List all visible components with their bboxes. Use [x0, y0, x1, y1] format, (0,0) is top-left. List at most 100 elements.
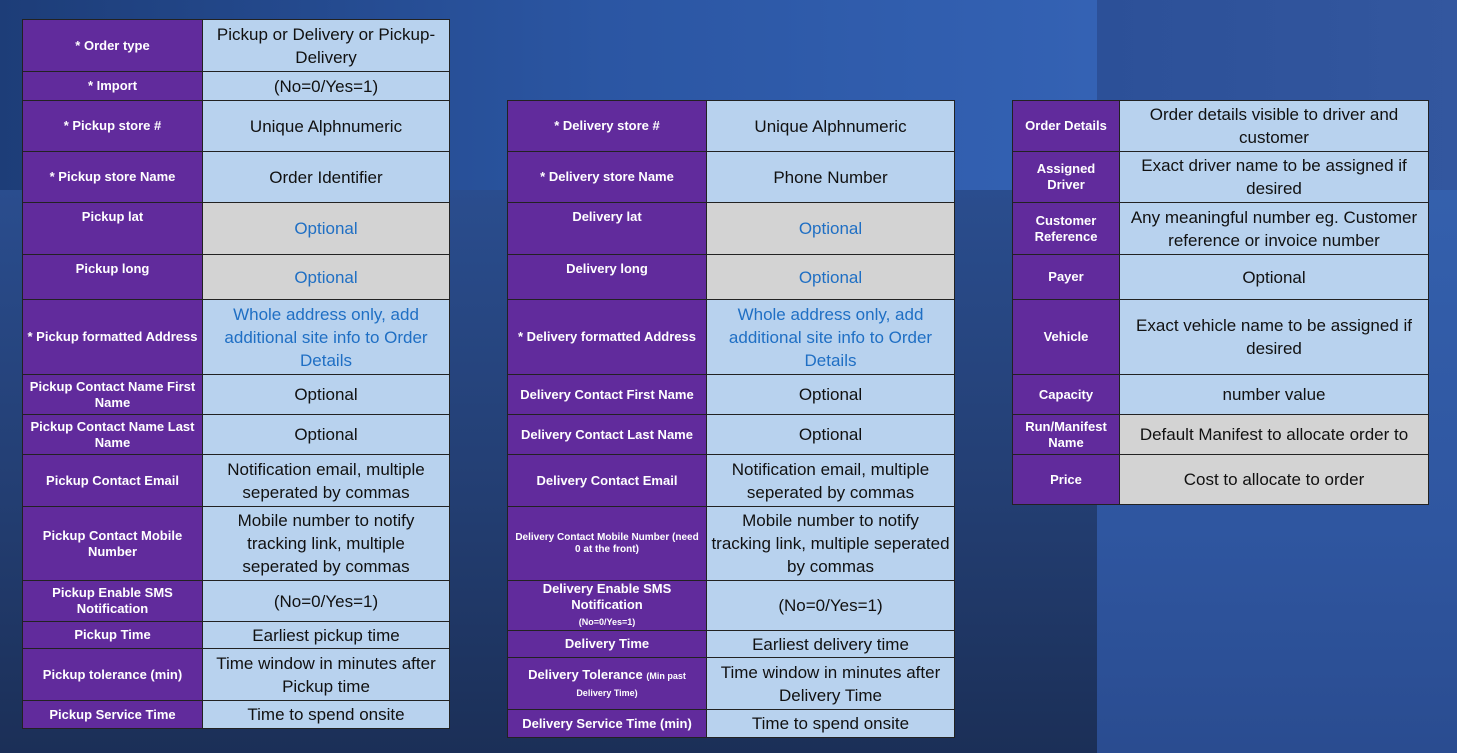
table-row: Order Details Order details visible to d… [1012, 100, 1429, 152]
field-label: Vehicle [1012, 299, 1120, 375]
field-label: * Delivery formatted Address [507, 299, 707, 375]
field-label: Delivery Tolerance (Min past Delivery Ti… [507, 657, 707, 710]
field-label: Price [1012, 454, 1120, 505]
field-label-sub: (No=0/Yes=1) [578, 617, 636, 627]
field-label: Pickup Time [22, 621, 203, 649]
field-label: Assigned Driver [1012, 151, 1120, 203]
field-label: Pickup Contact Name First Name [22, 374, 203, 415]
table-row: * Pickup store Name Order Identifier [22, 151, 450, 203]
field-label: Run/Manifest Name [1012, 414, 1120, 455]
table-row: Delivery Service Time (min) Time to spen… [507, 709, 955, 738]
field-label: Pickup long [22, 254, 203, 300]
field-label: Payer [1012, 254, 1120, 300]
field-value: Optional [706, 414, 955, 455]
field-label: Pickup Contact Name Last Name [22, 414, 203, 455]
table-row: Vehicle Exact vehicle name to be assigne… [1012, 299, 1429, 375]
field-value: Notification email, multiple seperated b… [202, 454, 450, 507]
table-row: Pickup Time Earliest pickup time [22, 621, 450, 649]
field-label: * Pickup formatted Address [22, 299, 203, 375]
field-label: Delivery Time [507, 630, 707, 658]
field-value: Earliest delivery time [706, 630, 955, 658]
table-row: Delivery lat Optional [507, 202, 955, 255]
field-value: Pickup or Delivery or Pickup-Delivery [202, 19, 450, 72]
table-row: Delivery Contact Last Name Optional [507, 414, 955, 455]
table-row: Pickup lat Optional [22, 202, 450, 255]
table-row: * Order type Pickup or Delivery or Picku… [22, 19, 450, 72]
table-row: Run/Manifest Name Default Manifest to al… [1012, 414, 1429, 455]
field-value: (No=0/Yes=1) [706, 580, 955, 631]
table-row: Pickup Contact Name Last Name Optional [22, 414, 450, 455]
field-label: Order Details [1012, 100, 1120, 152]
table-row: * Delivery formatted Address Whole addre… [507, 299, 955, 375]
field-label: Delivery Contact Mobile Number (need 0 a… [507, 506, 707, 581]
table-row: * Delivery store Name Phone Number [507, 151, 955, 203]
field-value: Order Identifier [202, 151, 450, 203]
table-row: Pickup long Optional [22, 254, 450, 300]
table-row: Delivery Contact Email Notification emai… [507, 454, 955, 507]
field-label-main: Delivery Enable SMS Notification [542, 581, 672, 612]
field-value: Phone Number [706, 151, 955, 203]
table-row: * Pickup store # Unique Alphnumeric [22, 100, 450, 152]
field-value: Time window in minutes after Pickup time [202, 648, 450, 701]
field-label: Pickup tolerance (min) [22, 648, 203, 701]
field-label: * Pickup store Name [22, 151, 203, 203]
field-value: Order details visible to driver and cust… [1119, 100, 1429, 152]
pickup-fields-table: * Order type Pickup or Delivery or Picku… [22, 19, 450, 729]
field-label: Pickup Contact Mobile Number [22, 506, 203, 581]
table-row: Pickup Service Time Time to spend onsite [22, 700, 450, 729]
field-value: Optional [706, 374, 955, 415]
field-value: Notification email, multiple seperated b… [706, 454, 955, 507]
field-value: Time to spend onsite [202, 700, 450, 729]
field-value: (No=0/Yes=1) [202, 580, 450, 622]
field-value: Unique Alphnumeric [706, 100, 955, 152]
field-label: Delivery Service Time (min) [507, 709, 707, 738]
field-value: Earliest pickup time [202, 621, 450, 649]
field-label: Pickup Contact Email [22, 454, 203, 507]
table-row: Delivery Contact First Name Optional [507, 374, 955, 415]
field-value: Exact driver name to be assigned if desi… [1119, 151, 1429, 203]
field-value: Optional [202, 202, 450, 255]
table-row: Capacity number value [1012, 374, 1429, 415]
table-row: Customer Reference Any meaningful number… [1012, 202, 1429, 255]
field-label-sub: (Min past Delivery Time) [576, 670, 686, 698]
field-value: Exact vehicle name to be assigned if des… [1119, 299, 1429, 375]
table-row: Delivery Enable SMS Notification (No=0/Ye… [507, 580, 955, 631]
field-label-main: Delivery Tolerance [528, 666, 643, 682]
field-label: * Delivery store # [507, 100, 707, 152]
field-value: Time window in minutes after Delivery Ti… [706, 657, 955, 710]
field-label: * Delivery store Name [507, 151, 707, 203]
table-row: Pickup Contact Name First Name Optional [22, 374, 450, 415]
field-label: * Order type [22, 19, 203, 72]
field-value: Whole address only, add additional site … [706, 299, 955, 375]
field-value: Mobile number to notify tracking link, m… [202, 506, 450, 581]
field-label: * Import [22, 71, 203, 101]
table-row: Pickup Enable SMS Notification (No=0/Yes… [22, 580, 450, 622]
table-row: Pickup tolerance (min) Time window in mi… [22, 648, 450, 701]
field-value: Optional [1119, 254, 1429, 300]
table-row: Delivery long Optional [507, 254, 955, 300]
table-row: Price Cost to allocate to order [1012, 454, 1429, 505]
field-value: Default Manifest to allocate order to [1119, 414, 1429, 455]
table-row: Delivery Tolerance (Min past Delivery Ti… [507, 657, 955, 710]
field-label: Customer Reference [1012, 202, 1120, 255]
field-value: Optional [202, 374, 450, 415]
field-value: number value [1119, 374, 1429, 415]
field-label: Delivery long [507, 254, 707, 300]
table-row: Delivery Time Earliest delivery time [507, 630, 955, 658]
field-label: Pickup Service Time [22, 700, 203, 729]
field-label: Pickup Enable SMS Notification [22, 580, 203, 622]
field-value: Mobile number to notify tracking link, m… [706, 506, 955, 581]
delivery-fields-table: * Delivery store # Unique Alphnumeric * … [507, 100, 955, 738]
field-label: Delivery Enable SMS Notification (No=0/Ye… [507, 580, 707, 631]
field-value: Optional [202, 414, 450, 455]
table-row: Payer Optional [1012, 254, 1429, 300]
table-row: Delivery Contact Mobile Number (need 0 a… [507, 506, 955, 581]
table-row: Assigned Driver Exact driver name to be … [1012, 151, 1429, 203]
field-value: Optional [202, 254, 450, 300]
field-label: * Pickup store # [22, 100, 203, 152]
field-value: Whole address only, add additional site … [202, 299, 450, 375]
field-value: Time to spend onsite [706, 709, 955, 738]
field-label: Delivery lat [507, 202, 707, 255]
field-label: Pickup lat [22, 202, 203, 255]
field-label: Delivery Contact First Name [507, 374, 707, 415]
